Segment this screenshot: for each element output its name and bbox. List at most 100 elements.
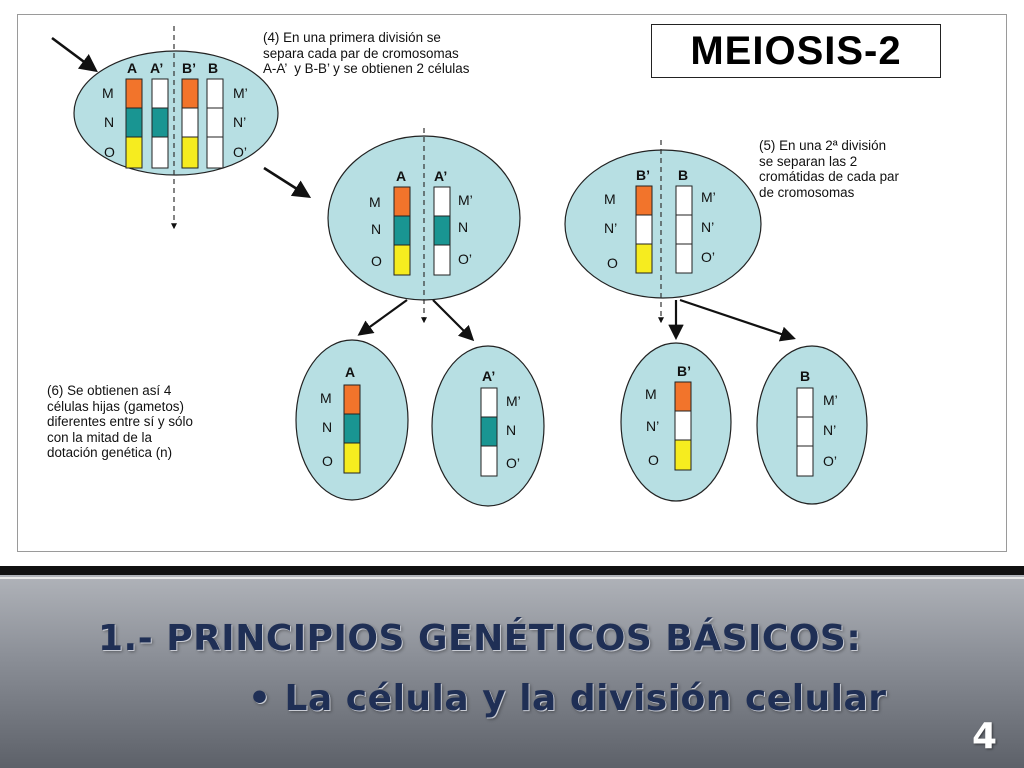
gene-label-m-prime: M’ <box>233 85 248 101</box>
gene-label-o-prime: O’ <box>701 249 715 265</box>
chromatid-a-m <box>343 384 361 415</box>
gene-label-o: O <box>104 144 115 160</box>
gamete-b-prime-chromatid <box>674 381 692 471</box>
chromosome-label-a: A <box>345 364 355 380</box>
chromatid-b-m <box>206 78 224 109</box>
page-number: 4 <box>972 716 998 757</box>
gene-label-m-prime: M’ <box>701 189 716 205</box>
arrow-to-gamete-a-prime <box>432 299 475 342</box>
chromatid-a-prime-m <box>151 78 169 109</box>
chromatid-a-prime-m <box>480 387 498 418</box>
gene-label-m-prime: M’ <box>823 392 838 408</box>
gene-label-o-prime: O’ <box>506 455 520 471</box>
footer-divider-highlight <box>0 577 1024 579</box>
gene-label-n-prime: N’ <box>604 220 617 236</box>
arrow-to-gamete-b <box>679 298 796 342</box>
chromatid-b-prime-o <box>181 136 199 169</box>
chromatid-b-o <box>675 243 693 274</box>
arrow-parent-to-division <box>263 166 312 198</box>
chromosome-label-a: A <box>396 168 406 184</box>
footer-divider <box>0 566 1024 575</box>
gamete-b-chromatid <box>796 387 814 477</box>
chromosome-label-a: A <box>127 60 137 76</box>
chromatid-a-prime-n <box>151 107 169 138</box>
gamete-a-chromatid <box>343 384 361 474</box>
caption-step-6: (6) Se obtienen así 4 células hijas (gam… <box>47 383 193 460</box>
gene-label-o: O <box>607 255 618 271</box>
gene-label-n: N <box>506 422 516 438</box>
cell-division1-right <box>564 149 762 299</box>
chromatid-a-prime-o <box>151 136 169 169</box>
chromatid-a-n <box>125 107 143 138</box>
chromatid-b-n <box>206 107 224 138</box>
chromatid-b-prime-n <box>674 410 692 441</box>
chromatid-a-m <box>393 186 411 217</box>
gene-label-n-prime: N’ <box>701 219 714 235</box>
chromatid-a-prime-o <box>480 445 498 477</box>
gene-label-m: M <box>320 390 332 406</box>
chromatid-a-prime-o <box>433 244 451 276</box>
gene-label-n: N <box>104 114 114 130</box>
chromatid-b-prime-n <box>635 214 653 245</box>
gene-label-m: M <box>369 194 381 210</box>
arrow-into-parent <box>51 36 98 73</box>
gene-label-m-prime: M’ <box>506 393 521 409</box>
gene-label-o-prime: O’ <box>458 251 472 267</box>
division1-left-chromosomes <box>393 186 451 276</box>
chromatid-b-prime-m <box>181 78 199 109</box>
gene-label-m: M <box>645 386 657 402</box>
chromatid-b-prime-o <box>674 439 692 471</box>
gene-label-n: N <box>458 219 468 235</box>
chromosome-label-b-prime: B’ <box>677 363 691 379</box>
chromatid-a-n <box>393 215 411 246</box>
caption-step-4: (4) En una primera división se separa ca… <box>263 30 470 76</box>
chromosome-label-b: B <box>678 167 688 183</box>
chromatid-a-o <box>393 244 411 276</box>
chromosome-label-b-prime: B’ <box>636 167 650 183</box>
chromatid-b-o <box>206 136 224 169</box>
chromatid-b-prime-m <box>635 185 653 216</box>
gene-label-n-prime: N’ <box>233 114 246 130</box>
chromosome-label-b: B <box>800 368 810 384</box>
gamete-a-prime-chromatid <box>480 387 498 477</box>
chromatid-a-o <box>343 442 361 474</box>
gene-label-n: N <box>371 221 381 237</box>
chromosome-label-b: B <box>208 60 218 76</box>
gene-label-o: O <box>648 452 659 468</box>
gene-label-o: O <box>322 453 333 469</box>
chromatid-b-m <box>675 185 693 216</box>
gene-label-o-prime: O’ <box>823 453 837 469</box>
gene-label-m: M <box>102 85 114 101</box>
chromatid-a-prime-m <box>433 186 451 217</box>
diagram-title: MEIOSIS-2 <box>651 24 941 78</box>
chromatid-b-n <box>675 214 693 245</box>
chromatid-a-prime-n <box>480 416 498 447</box>
footer-band <box>0 566 1024 768</box>
chromatid-b-prime-m <box>674 381 692 412</box>
arrow-to-gamete-a <box>357 299 408 336</box>
section-subheading: • La célula y la división celular <box>248 678 887 719</box>
gene-label-o-prime: O’ <box>233 144 247 160</box>
gene-label-o: O <box>371 253 382 269</box>
gene-label-m-prime: M’ <box>458 192 473 208</box>
gene-label-m: M <box>604 191 616 207</box>
chromatid-b-n <box>796 416 814 447</box>
chromatid-b-prime-n <box>181 107 199 138</box>
cell-parent <box>73 50 279 176</box>
chromatid-a-n <box>343 413 361 444</box>
chromatid-a-prime-n <box>433 215 451 246</box>
gene-label-n-prime: N’ <box>823 422 836 438</box>
chromosome-label-a-prime: A’ <box>150 60 163 76</box>
chromatid-b-prime-o <box>635 243 653 274</box>
chromosome-label-b-prime: B’ <box>182 60 196 76</box>
section-heading: 1.- PRINCIPIOS GENÉTICOS BÁSICOS: <box>98 618 862 659</box>
chromosome-label-a-prime: A’ <box>434 168 447 184</box>
chromatid-b-o <box>796 445 814 477</box>
chromatid-a-m <box>125 78 143 109</box>
gene-label-n-prime: N’ <box>646 418 659 434</box>
chromatid-b-m <box>796 387 814 418</box>
division1-right-chromosomes <box>635 185 693 274</box>
meiosis-diagram: A A’ B’ B M N O M’ N’ O’ A A’ M N O M’ N… <box>51 26 868 507</box>
caption-step-5: (5) En una 2ª división se separan las 2 … <box>759 138 899 200</box>
gene-label-n: N <box>322 419 332 435</box>
